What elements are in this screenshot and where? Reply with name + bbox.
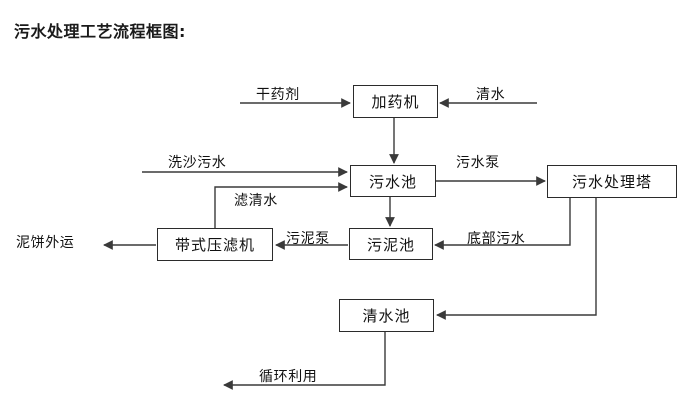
- node-clean-water-pool-label: 清水池: [362, 307, 411, 325]
- edge-label-dry-chemical: 干药剂: [256, 87, 300, 103]
- edge-label-sludge-pump: 污泥泵: [286, 231, 330, 247]
- node-sewage-pool-label: 污水池: [368, 172, 417, 191]
- node-dosing-machine[interactable]: 加药机: [353, 85, 438, 118]
- node-sewage-pool[interactable]: 污水池: [350, 165, 436, 197]
- edge-tower-to-clean-water-pool: [436, 198, 597, 320]
- edge-label-recycle-reuse: 循环利用: [259, 369, 318, 385]
- edge-label-filtered-water: 滤清水: [234, 193, 278, 209]
- node-treatment-tower-label: 污水处理塔: [571, 173, 652, 191]
- edge-label-sand-wash-sewage: 洗沙污水: [168, 155, 227, 171]
- edge-label-clean-water-in: 清水: [476, 87, 506, 103]
- node-sludge-pool[interactable]: 污泥池: [349, 228, 433, 260]
- node-clean-water-pool[interactable]: 清水池: [339, 299, 434, 332]
- edge-filtered-water: [214, 182, 348, 228]
- node-sludge-pool-label: 污泥池: [366, 235, 415, 254]
- node-treatment-tower[interactable]: 污水处理塔: [547, 165, 677, 198]
- node-belt-filter-press[interactable]: 带式压滤机: [157, 228, 273, 261]
- node-belt-filter-press-label: 带式压滤机: [174, 236, 255, 254]
- edge-label-mud-cake-transport: 泥饼外运: [16, 235, 75, 251]
- page-title: 污水处理工艺流程框图:: [14, 22, 186, 41]
- edge-label-bottom-sewage: 底部污水: [467, 231, 526, 247]
- node-dosing-machine-label: 加药机: [371, 93, 420, 111]
- edge-label-sewage-pump: 污水泵: [456, 155, 500, 171]
- edge-recycle-reuse: [223, 332, 386, 390]
- edge-bottom-sewage: [434, 198, 571, 250]
